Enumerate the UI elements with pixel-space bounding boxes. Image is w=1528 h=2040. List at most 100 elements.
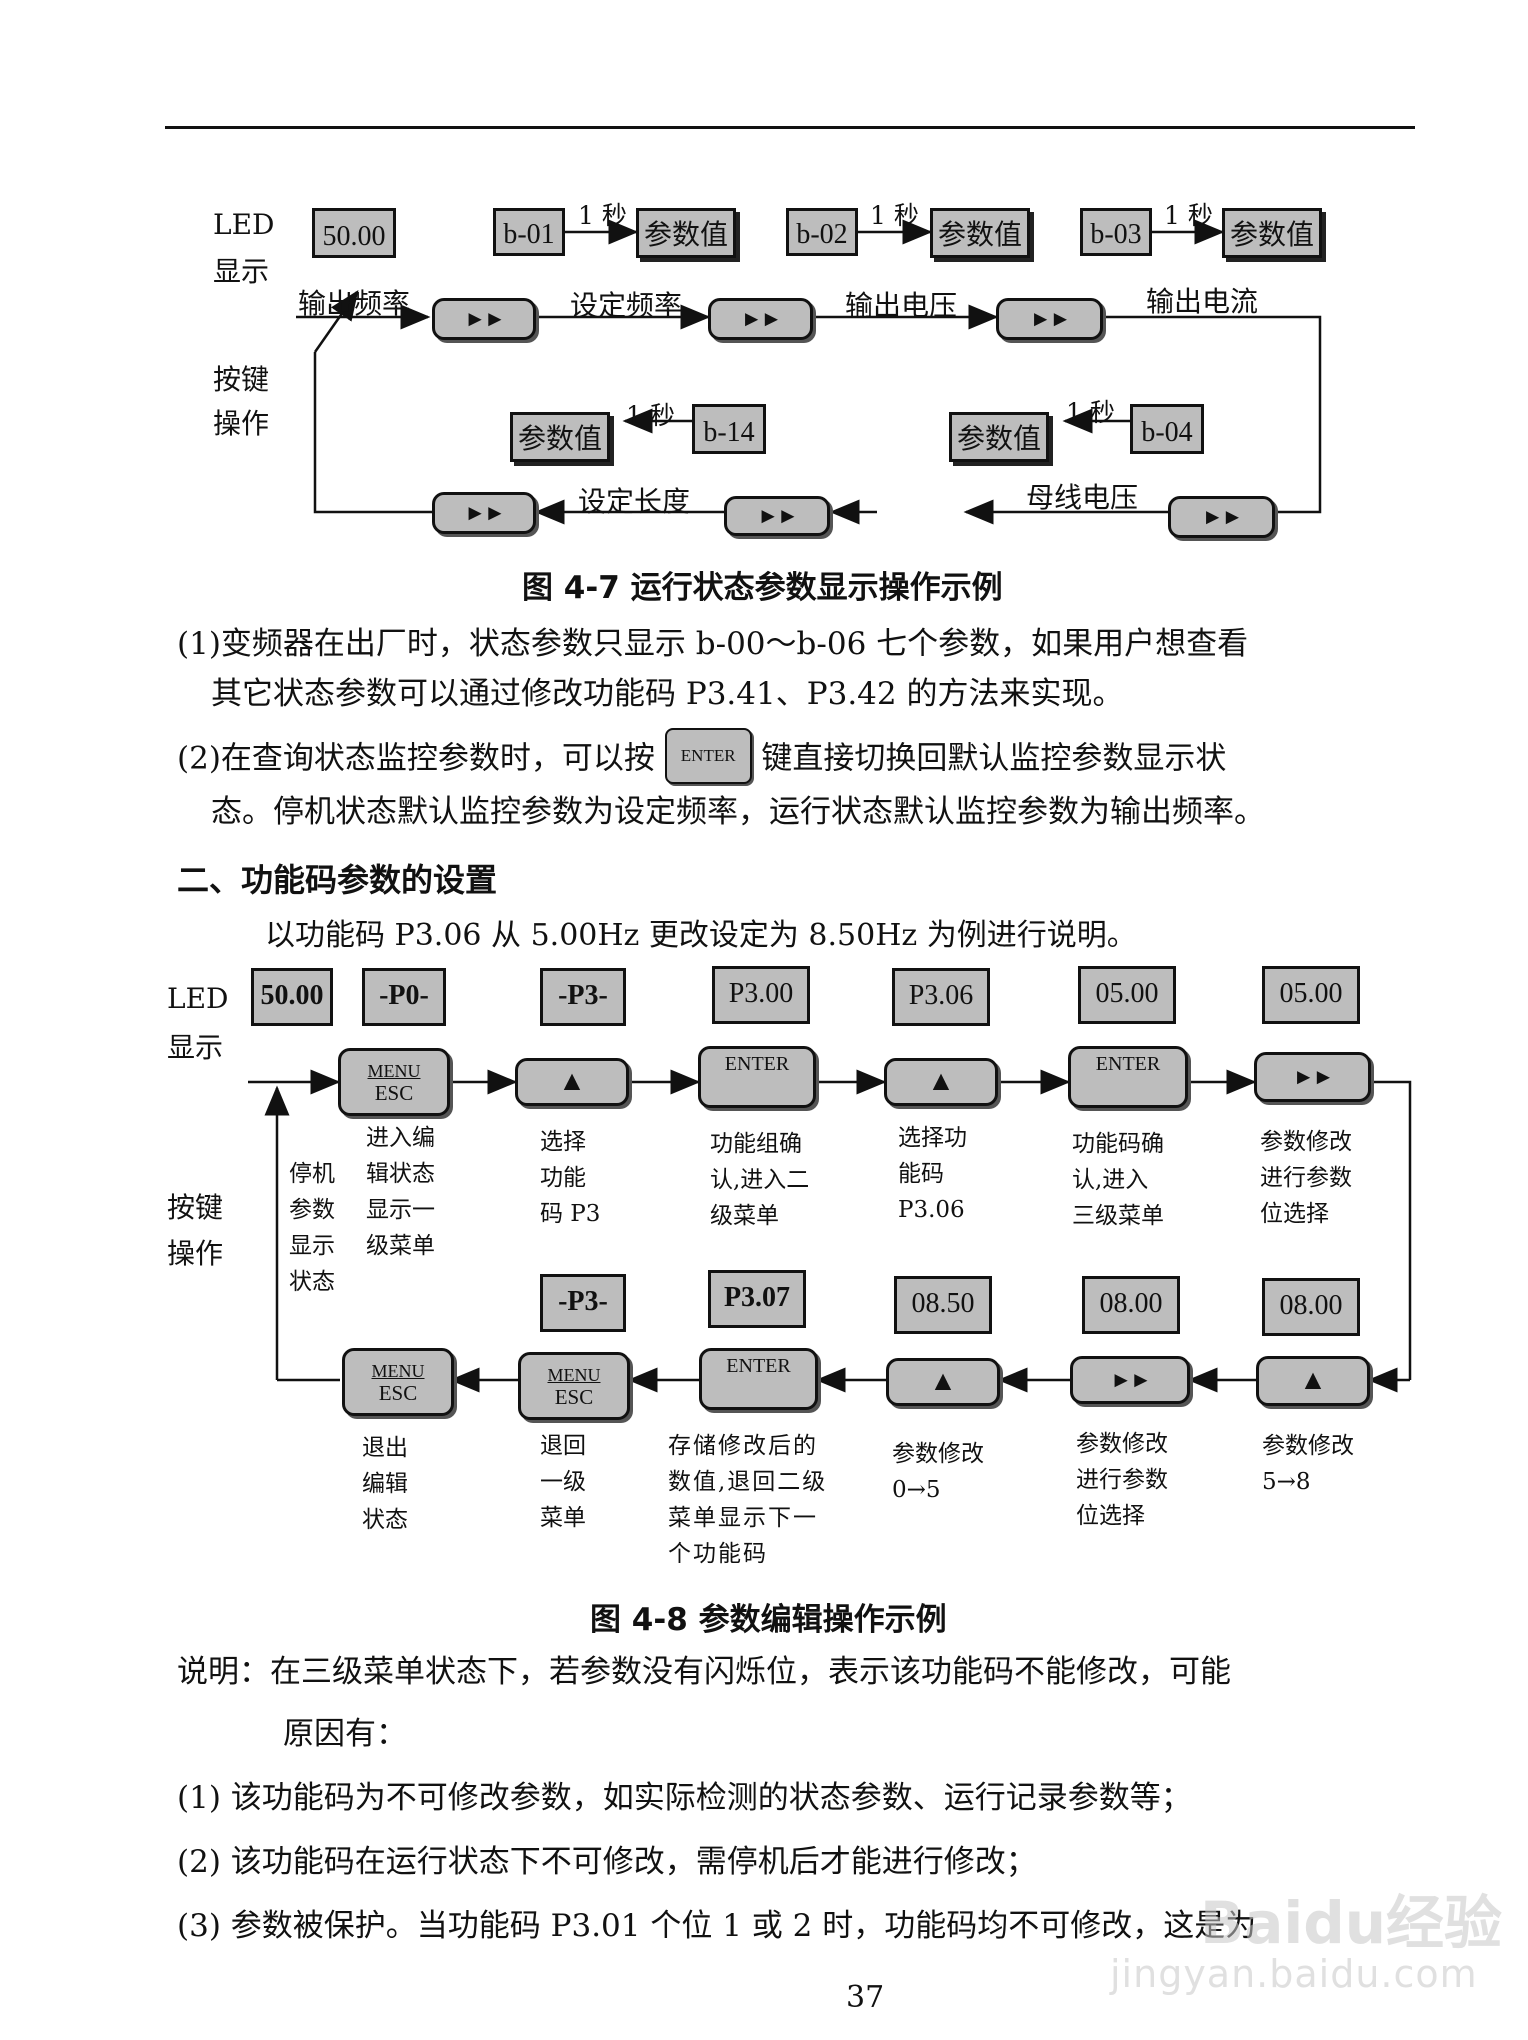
enter-label: ENTER xyxy=(724,1053,790,1075)
up-key-button[interactable]: ▲ xyxy=(884,1058,998,1106)
paragraph: (1)变频器在出厂时，状态参数只显示 b-00～b-06 七个参数，如果用户想查… xyxy=(177,626,1249,662)
fast-forward-icon: ►► xyxy=(740,306,783,331)
led-display: P3.07 xyxy=(708,1270,806,1328)
led-display: -P3- xyxy=(540,1274,626,1332)
menu-label: MENU xyxy=(547,1365,601,1385)
led-display: b-01 xyxy=(493,208,565,256)
up-key-button[interactable]: ▲ xyxy=(515,1058,629,1106)
esc-label: ESC xyxy=(374,1081,414,1105)
forward-key-button[interactable]: ►► xyxy=(1254,1052,1371,1102)
led-display: b-03 xyxy=(1080,208,1152,256)
paragraph: (2)在查询状态监控参数时，可以按 ENTER 键直接切换回默认监控参数显示状 xyxy=(177,728,1226,788)
enter-button[interactable]: ENTER xyxy=(1068,1046,1188,1108)
enter-label: ENTER xyxy=(726,1355,791,1377)
page-number: 37 xyxy=(846,1980,885,2015)
watermark-logo: Baidu经验 xyxy=(1200,1889,1503,1957)
led-display: 参数值 xyxy=(930,208,1030,258)
led-display: b-02 xyxy=(786,208,858,256)
key-label: 按键 xyxy=(167,1191,224,1224)
fast-forward-icon: ►► xyxy=(1292,1064,1335,1089)
forward-key-button[interactable]: ►► xyxy=(432,492,536,534)
forward-key-button[interactable]: ►► xyxy=(996,298,1103,340)
menu-label: MENU xyxy=(371,1361,425,1381)
fast-forward-icon: ►► xyxy=(464,500,506,525)
forward-key-button[interactable]: ►► xyxy=(708,298,813,340)
menu-esc-button[interactable]: MENU ESC xyxy=(518,1352,630,1420)
led-display: P3.00 xyxy=(712,966,810,1024)
fast-forward-icon: ►► xyxy=(1029,306,1072,331)
step-description: 参数修改 进行参数 位选择 xyxy=(1076,1431,1168,1529)
up-triangle-icon: ▲ xyxy=(1299,1365,1327,1396)
step-description: 功能组确 认,进入二 级菜单 xyxy=(710,1131,810,1229)
param-label: 母线电压 xyxy=(1026,481,1139,514)
step-description: 参数修改 0→5 xyxy=(892,1441,984,1503)
list-item: (2) 该功能码在运行状态下不可修改，需停机后才能进行修改； xyxy=(177,1844,1037,1880)
section-heading: 二、功能码参数的设置 xyxy=(177,861,498,899)
key-label: 操作 xyxy=(213,407,270,440)
paragraph: 原因有： xyxy=(283,1716,407,1752)
param-label: 输出频率 xyxy=(298,287,411,320)
paragraph-text: (2)在查询状态监控参数时，可以按 xyxy=(177,740,655,777)
step-description: 参数修改 5→8 xyxy=(1262,1433,1354,1495)
led-display: 50.00 xyxy=(251,968,333,1026)
esc-label: ESC xyxy=(378,1381,418,1405)
led-label: 显示 xyxy=(167,1031,224,1064)
led-display: -P0- xyxy=(362,968,446,1026)
param-label: 输出电压 xyxy=(845,289,958,322)
enter-button[interactable]: ENTER xyxy=(699,1348,818,1410)
step-description: 选择 功能 码 P3 xyxy=(540,1129,601,1227)
led-label: LED xyxy=(167,982,229,1015)
forward-key-button[interactable]: ►► xyxy=(724,496,830,536)
delay-label: 1 秒 xyxy=(626,401,675,430)
led-display: 参数值 xyxy=(510,412,610,462)
forward-key-button[interactable]: ►► xyxy=(1168,496,1275,538)
led-display: 08.50 xyxy=(894,1276,992,1334)
led-display: 08.00 xyxy=(1262,1278,1360,1336)
fast-forward-icon: ►► xyxy=(1201,504,1244,529)
led-display: 参数值 xyxy=(949,412,1049,462)
delay-label: 1 秒 xyxy=(1164,201,1213,230)
delay-label: 1 秒 xyxy=(1066,398,1115,427)
up-triangle-icon: ▲ xyxy=(927,1066,955,1097)
step-description: 存储修改后的 数值,退回二级 菜单显示下一 个功能码 xyxy=(668,1433,828,1567)
forward-key-button[interactable]: ►► xyxy=(1070,1356,1190,1404)
param-label: 输出电流 xyxy=(1146,285,1259,318)
fast-forward-icon: ►► xyxy=(757,503,799,528)
enter-button[interactable]: ENTER xyxy=(698,1046,816,1108)
enter-label: ENTER xyxy=(1095,1053,1161,1075)
led-display: 08.00 xyxy=(1082,1276,1180,1334)
led-display: -P3- xyxy=(540,968,626,1026)
step-description: 进入编 辑状态 显示一 级菜单 xyxy=(366,1125,435,1259)
step-description: 停机 参数 显示 状态 xyxy=(289,1161,335,1295)
list-item: (3) 参数被保护。当功能码 P3.01 个位 1 或 2 时，功能码均不可修改… xyxy=(177,1908,1257,1944)
led-display: 参数值 xyxy=(1222,208,1322,258)
delay-label: 1 秒 xyxy=(870,201,919,230)
key-label: 操作 xyxy=(167,1237,224,1270)
header-rule xyxy=(165,126,1415,129)
up-key-button[interactable]: ▲ xyxy=(1256,1356,1370,1406)
figure-caption: 图 4-8 参数编辑操作示例 xyxy=(590,1602,947,1638)
paragraph: 以功能码 P3.06 从 5.00Hz 更改设定为 8.50Hz 为例进行说明。 xyxy=(265,918,1137,953)
watermark-url: jingyan.baidu.com xyxy=(1110,1952,1478,1996)
up-triangle-icon: ▲ xyxy=(558,1066,586,1097)
menu-esc-button[interactable]: MENU ESC xyxy=(342,1348,454,1416)
param-label: 设定频率 xyxy=(570,289,683,322)
step-description: 退回 一级 菜单 xyxy=(540,1433,586,1531)
figure-caption: 图 4-7 运行状态参数显示操作示例 xyxy=(522,570,1003,606)
enter-key-icon: ENTER xyxy=(664,728,752,784)
led-display: P3.06 xyxy=(892,968,990,1026)
up-key-button[interactable]: ▲ xyxy=(886,1358,1000,1406)
step-description: 功能码确 认,进入 三级菜单 xyxy=(1072,1131,1164,1229)
forward-key-button[interactable]: ►► xyxy=(432,298,536,340)
led-display: 05.00 xyxy=(1078,966,1176,1024)
delay-label: 1 秒 xyxy=(578,201,627,230)
led-display: b-04 xyxy=(1130,404,1204,454)
led-display: b-14 xyxy=(692,404,766,454)
led-display: 参数值 xyxy=(636,208,736,258)
esc-label: ESC xyxy=(554,1385,594,1409)
fast-forward-icon: ►► xyxy=(464,306,506,331)
fast-forward-icon: ►► xyxy=(1110,1367,1152,1392)
menu-esc-button[interactable]: MENU ESC xyxy=(338,1048,450,1116)
up-triangle-icon: ▲ xyxy=(929,1366,957,1397)
